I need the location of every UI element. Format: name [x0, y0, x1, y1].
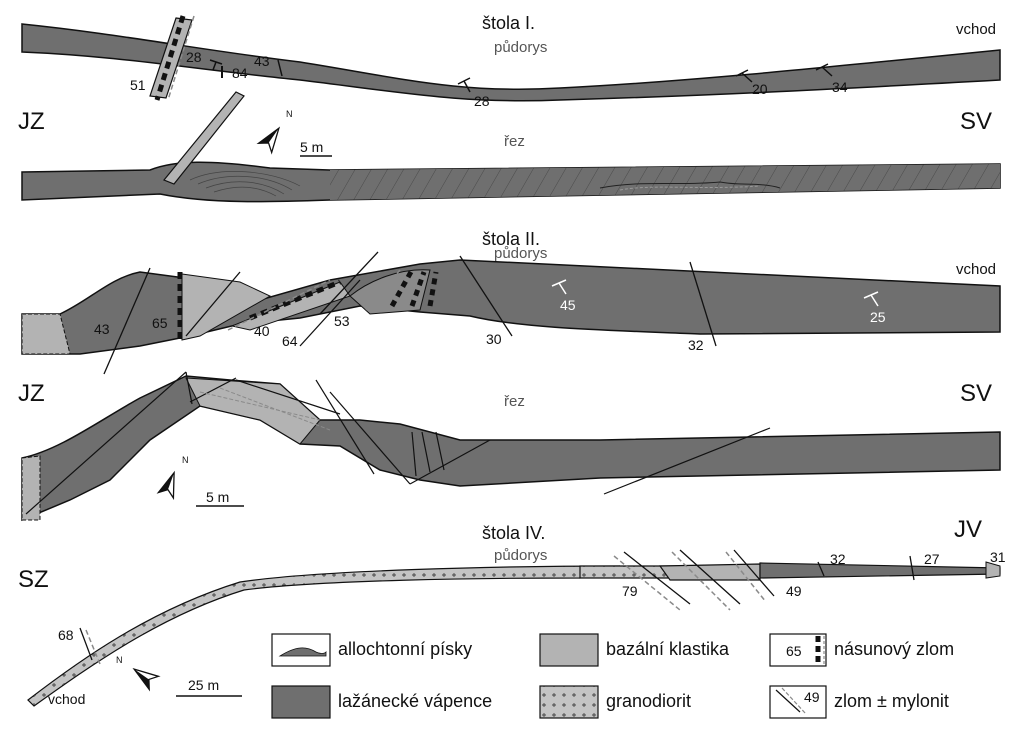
- adit2-entrance: vchod: [956, 261, 997, 278]
- adit1-dip-84: 84: [232, 65, 248, 81]
- adit2-section: [21, 371, 1001, 522]
- adit1-dip-51: 51: [130, 77, 146, 93]
- adit4-title: štola IV.: [482, 523, 546, 543]
- legend-thrust-label: násunový zlom: [834, 639, 955, 659]
- adit2-dip-40: 40: [254, 323, 270, 339]
- adit2-dir-right: SV: [960, 380, 993, 407]
- adit4-dip-79: 79: [622, 583, 638, 599]
- adit1-plan: [21, 15, 1001, 102]
- adit4-dip-31: 31: [990, 549, 1006, 565]
- adit2-title: štola II.: [482, 229, 541, 249]
- adit2-plan: [21, 251, 1001, 375]
- adit2-north: N: [182, 455, 189, 465]
- adit2-plan-label: půdorys: [494, 245, 548, 262]
- legend-swatches: [271, 633, 827, 719]
- adit1-plan-label: půdorys: [494, 39, 548, 56]
- adit2-section-label: řez: [504, 393, 525, 410]
- adit1-dir-left: JZ: [18, 108, 45, 135]
- adit2-dip-45: 45: [560, 297, 576, 313]
- legend-limestone-label: lažánecké vápence: [338, 691, 493, 711]
- adit4-scale: 25 m: [188, 677, 220, 693]
- adit2-dip-64: 64: [282, 333, 298, 349]
- legend-thrust-sample: 65: [786, 643, 802, 659]
- adit4-dip-27: 27: [924, 551, 940, 567]
- adit4-dir-right: JV: [954, 516, 983, 543]
- adit2-dip-30: 30: [486, 331, 502, 347]
- adit4-plan: [27, 549, 1001, 707]
- legend-sands-label: allochtonní písky: [338, 639, 473, 659]
- adit1-dip-28b: 28: [474, 93, 490, 109]
- adit1-title: štola I.: [482, 13, 536, 33]
- north-arrow-3: [132, 667, 161, 692]
- adit2-dip-65: 65: [152, 315, 168, 331]
- adit4-entrance: vchod: [48, 691, 86, 707]
- legend-fault-label: zlom ± mylonit: [834, 691, 949, 711]
- adit2-dip-25: 25: [870, 309, 886, 325]
- adit4-dip-32: 32: [830, 551, 846, 567]
- adit1-section-label: řez: [504, 133, 525, 150]
- legend-fault-sample: 49: [804, 689, 820, 705]
- adit2-dir-left: JZ: [18, 380, 45, 407]
- legend-granodiorite-label: granodiorit: [606, 691, 692, 711]
- adit2-scale: 5 m: [206, 489, 230, 505]
- adit1-scale: 5 m: [300, 139, 324, 155]
- adit1-section: [21, 91, 1001, 203]
- north-arrow-2: [156, 470, 175, 501]
- adit4-dir-left: SZ: [18, 566, 49, 593]
- adit2-dip-32: 32: [688, 337, 704, 353]
- adit4-plan-label: půdorys: [494, 547, 548, 564]
- adit1-dir-right: SV: [960, 108, 993, 135]
- adit2-dip-43: 43: [94, 321, 110, 337]
- adit1-entrance: vchod: [956, 21, 997, 38]
- adit1-north: N: [286, 109, 293, 119]
- north-arrow-1: [256, 126, 281, 155]
- adit1-dip-34: 34: [832, 79, 848, 95]
- adit4-dip-49: 49: [786, 583, 802, 599]
- adit1-dip-28a: 28: [186, 49, 202, 65]
- adit4-north: N: [116, 655, 123, 665]
- legend-clastics-label: bazální klastika: [606, 639, 730, 659]
- adit2-dip-53: 53: [334, 313, 350, 329]
- adit1-dip-20: 20: [752, 81, 768, 97]
- adit1-dip-43: 43: [254, 53, 270, 69]
- adit4-dip-68: 68: [58, 627, 74, 643]
